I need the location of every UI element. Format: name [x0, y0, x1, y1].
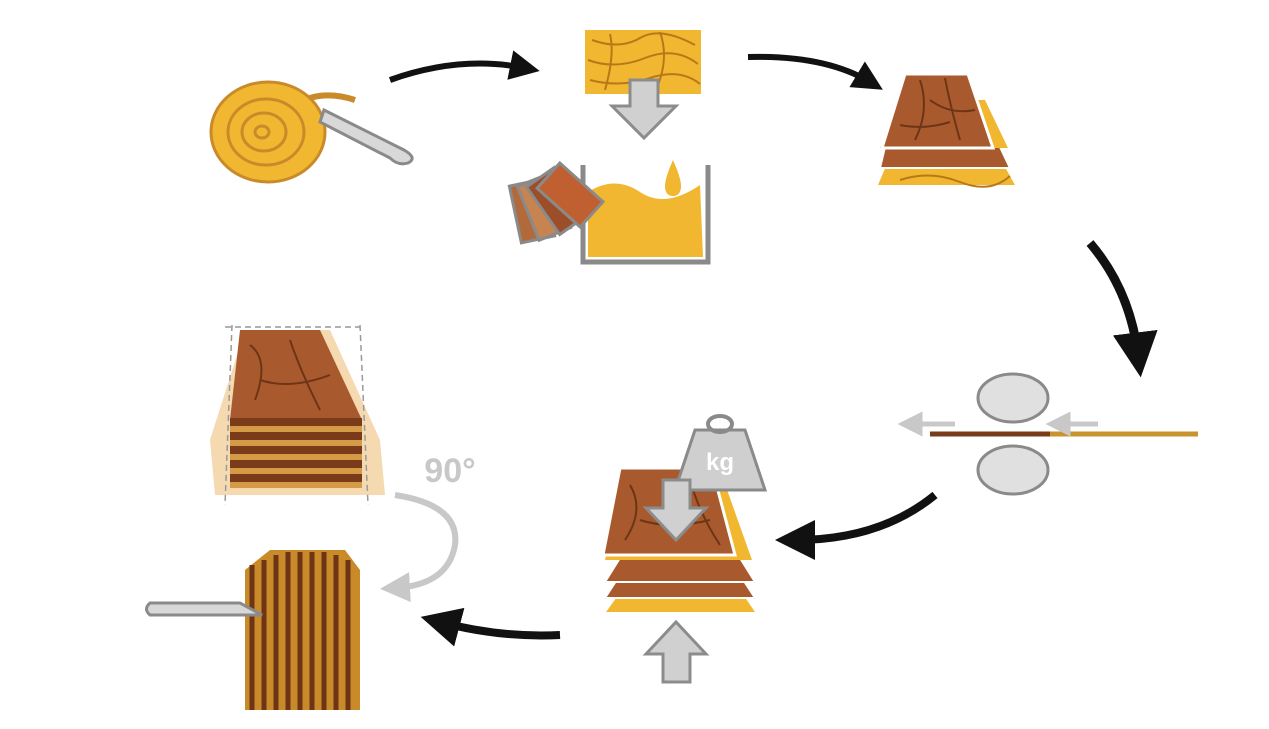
slicing-knife-icon: [145, 601, 263, 617]
flow-arrows: [388, 50, 1158, 647]
rotation-arrow-icon: [380, 492, 459, 603]
slicing-block-icon: [145, 550, 360, 710]
dyed-veneer-stack-icon: [878, 72, 1015, 188]
arrow-2-icon: [747, 53, 883, 90]
weight-icon: kg: [672, 414, 768, 492]
weight-label: kg: [706, 449, 734, 476]
arrow-1-icon: [388, 50, 540, 83]
log-peeling-icon: [209, 80, 414, 184]
press-down-arrow-icon: [642, 478, 710, 543]
down-arrow-icon: [608, 78, 680, 141]
press-stack-icon: kg: [601, 414, 768, 684]
press-up-arrow-icon: [642, 619, 710, 684]
roller-glue-icon: [897, 372, 1198, 496]
arrow-3-icon: [1086, 240, 1158, 378]
arrow-4-icon: [775, 491, 938, 560]
arrow-5-icon: [420, 607, 561, 647]
dye-bath-icon: [507, 160, 711, 265]
trimmed-block-icon: [210, 324, 385, 506]
color-swatches-icon: [507, 160, 606, 245]
rotation-label: 90°: [424, 452, 475, 490]
veneer-sheet-icon: [585, 30, 701, 141]
